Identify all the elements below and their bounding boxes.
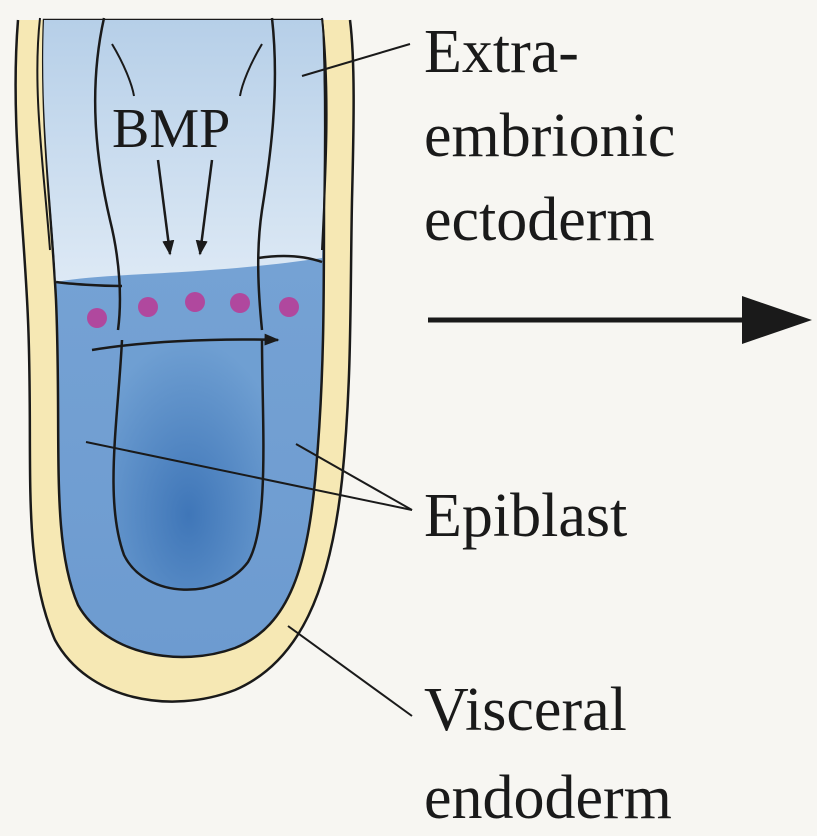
- extraembryonic-label-line1: Extra-: [424, 18, 579, 86]
- progression-arrowhead: [742, 296, 812, 344]
- visceral-label-line1: Visceral: [424, 676, 627, 744]
- signal-cell: [87, 308, 107, 328]
- visceral-label-line2: endoderm: [424, 764, 672, 832]
- signal-cell: [230, 293, 250, 313]
- bmp-label: BMP: [112, 98, 230, 160]
- signal-cell: [185, 292, 205, 312]
- visceral-leader: [288, 626, 412, 716]
- epiblast-label: Epiblast: [424, 482, 627, 550]
- extraembryonic-label-line2: embrionic: [424, 102, 675, 170]
- signal-cell: [138, 297, 158, 317]
- signal-cell: [279, 297, 299, 317]
- extraembryonic-label-line3: ectoderm: [424, 186, 655, 254]
- cavity: [114, 340, 264, 590]
